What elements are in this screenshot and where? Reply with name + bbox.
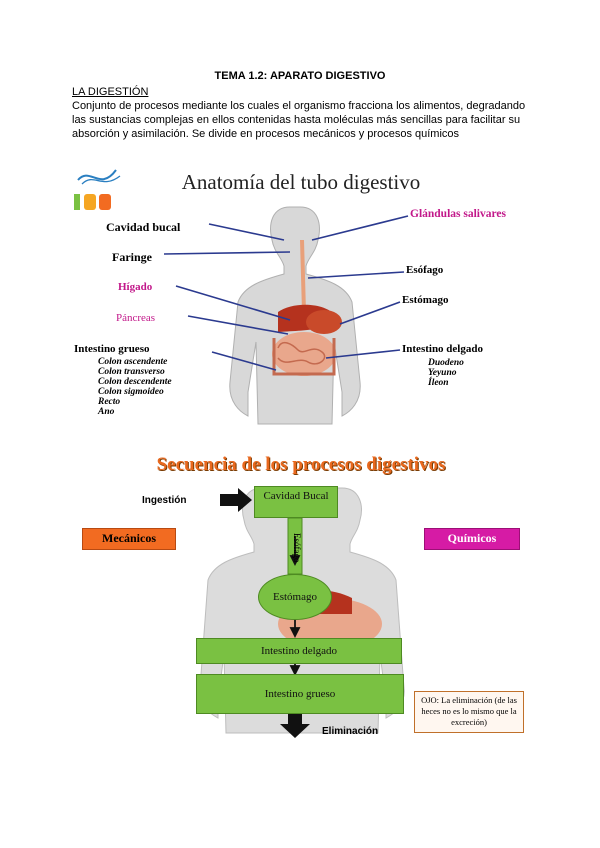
box-cavidad-bucal: Cavidad Bucal: [254, 486, 338, 518]
label-glandulas-salivares: Glándulas salivares: [410, 208, 506, 220]
section-heading: LA DIGESTIÓN: [72, 86, 149, 98]
label-eliminacion: Eliminación: [322, 726, 379, 737]
label-faringe: Faringe: [112, 250, 152, 264]
delgado-part: Yeyuno: [428, 368, 457, 378]
grueso-part: Colon ascendente: [98, 357, 168, 367]
label-estomago: Estómago: [402, 294, 449, 306]
grueso-part: Recto: [98, 397, 121, 407]
label-cavidad-bucal: Cavidad bucal: [106, 220, 181, 234]
tag-quimicos: Químicos: [424, 528, 520, 550]
grueso-part: Colon transverso: [98, 367, 165, 377]
grueso-part: Ano: [98, 407, 115, 417]
anatomy-title: Anatomía del tubo digestivo: [181, 170, 421, 194]
logo-icon: [74, 169, 121, 210]
body-illustration: [163, 206, 409, 425]
delgado-part: Íleon: [428, 378, 449, 388]
page-title: TEMA 1.2: APARATO DIGESTIVO: [214, 70, 386, 82]
label-ingestion: Ingestión: [142, 495, 187, 506]
label-pancreas: Páncreas: [116, 312, 156, 324]
sequence-title: Secuencia de los procesos digestivos: [156, 454, 446, 475]
box-intestino-delgado: Intestino delgado: [196, 638, 402, 664]
label-esofago: Esófago: [406, 264, 444, 276]
label-intestino-grueso: Intestino grueso: [74, 343, 150, 355]
grueso-part: Colon sigmoideo: [98, 387, 164, 397]
label-esofago: Esófago: [292, 533, 302, 563]
label-higado: Hígado: [118, 281, 153, 293]
elimination-note: OJO: La eliminación (de las heces no es …: [414, 691, 524, 733]
delgado-parts-list: Duodeno Yeyuno Íleon: [428, 358, 464, 388]
box-estomago: Estómago: [258, 574, 332, 620]
grueso-part: Colon descendente: [98, 377, 172, 387]
anatomy-figure: Anatomía del tubo digestivo Cavidad buca…: [72, 162, 530, 434]
tag-mecanicos: Mecánicos: [82, 528, 176, 550]
delgado-part: Duodeno: [428, 358, 464, 368]
intro-paragraph: Conjunto de procesos mediante los cuales…: [72, 100, 526, 140]
sequence-figure: Secuencia de los procesos digestivos Ing…: [72, 448, 530, 743]
label-intestino-delgado: Intestino delgado: [402, 343, 483, 355]
grueso-parts-list: Colon ascendente Colon transverso Colon …: [98, 357, 172, 417]
box-intestino-grueso: Intestino grueso: [196, 674, 404, 714]
